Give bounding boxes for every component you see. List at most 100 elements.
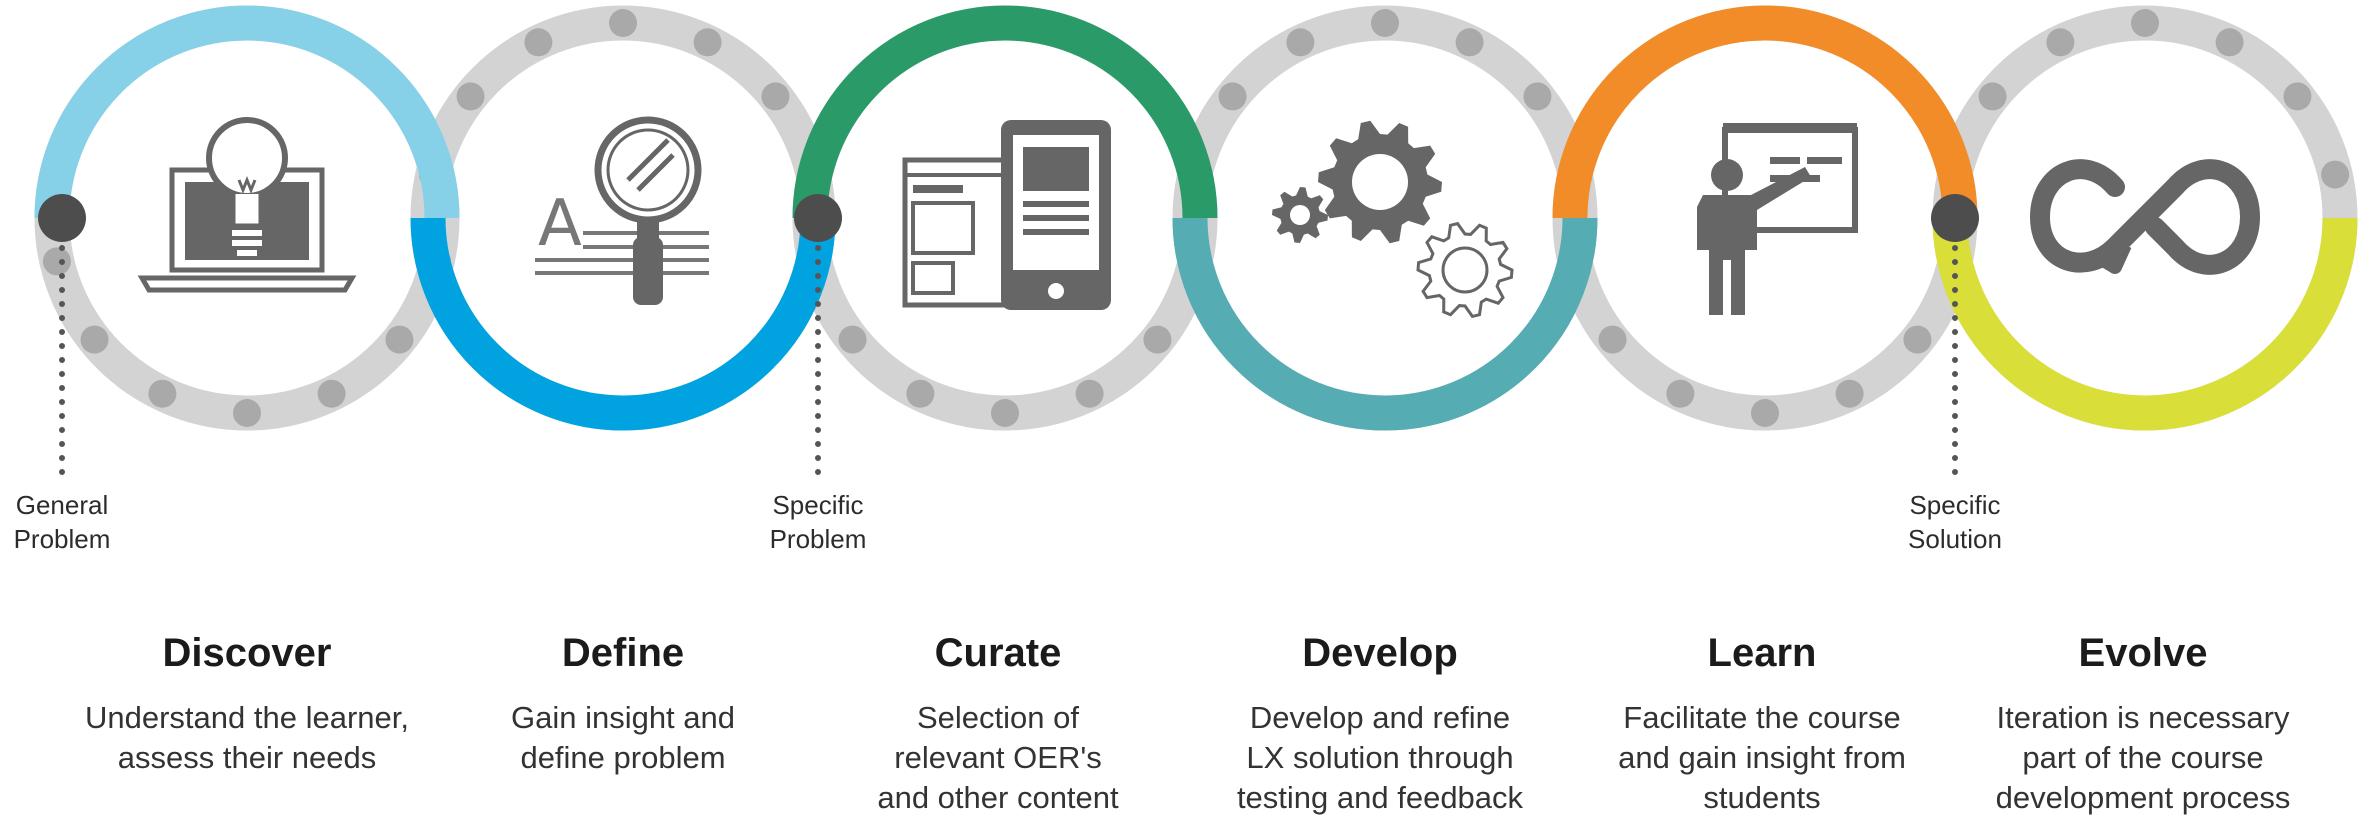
marker-label-specific-problem: Specific Problem xyxy=(718,488,918,556)
stage-description: Develop and refine LX solution through t… xyxy=(1190,698,1570,818)
ring-dot xyxy=(1143,325,1172,354)
stage-desc-line: Selection of xyxy=(917,700,1079,735)
marker-label-line1: Specific xyxy=(772,490,864,520)
presenter-icon xyxy=(1697,123,1858,315)
ring-dot xyxy=(1835,379,1864,408)
ring-center xyxy=(463,58,783,378)
stage-desc-line: part of the course xyxy=(2022,740,2264,775)
ring-dot xyxy=(991,399,1019,427)
ring-dot xyxy=(761,82,790,111)
stage-description: Understand the learner, assess their nee… xyxy=(57,698,437,778)
ring-dot xyxy=(693,28,722,57)
marker-label-line2: Solution xyxy=(1908,524,2002,554)
stage-desc-line: define problem xyxy=(520,740,726,775)
stage-desc-line: students xyxy=(1703,780,1821,815)
ring-dot xyxy=(148,379,177,408)
ring-dot xyxy=(1978,82,2007,111)
ring-dot xyxy=(1286,28,1315,57)
stage-desc-line: Develop and refine xyxy=(1249,700,1511,735)
stage-arc xyxy=(410,217,836,431)
stage-description: Gain insight and define problem xyxy=(433,698,813,778)
stage-description: Facilitate the course and gain insight f… xyxy=(1572,698,1952,818)
infinity-loop-icon xyxy=(2029,159,2261,275)
ring-dot xyxy=(906,379,935,408)
ring-dot xyxy=(233,399,261,427)
ring-dot xyxy=(1455,28,1484,57)
magnifier-text-icon: A xyxy=(535,116,709,305)
ring-dot xyxy=(2131,9,2159,37)
ring-dot xyxy=(1598,325,1627,354)
gear-outline xyxy=(1416,221,1514,319)
gear-hole xyxy=(1352,154,1408,210)
stage-learn: Learn Facilitate the course and gain ins… xyxy=(1572,630,1952,818)
ring-dot xyxy=(609,9,637,37)
ring-dot xyxy=(1903,325,1932,354)
stage-title: Curate xyxy=(934,631,1062,675)
stage-desc-line: Facilitate the course xyxy=(1623,700,1901,735)
gear-hole xyxy=(1290,205,1310,225)
stage-title: Learn xyxy=(1707,631,1817,675)
stage-arc xyxy=(34,5,460,219)
marker-label-line1: General xyxy=(15,490,109,520)
stage-title: Develop xyxy=(1302,631,1458,675)
ring-dot xyxy=(317,379,346,408)
ring-dot xyxy=(1666,379,1695,408)
gear-shape xyxy=(1416,221,1514,319)
stage-arc xyxy=(1172,217,1598,431)
marker-label-specific-solution: Specific Solution xyxy=(1855,488,2055,556)
ring-dot xyxy=(42,247,71,276)
ring-dot xyxy=(1218,82,1247,111)
stage-desc-line: and other content xyxy=(877,780,1119,815)
stage-desc-line: relevant OER's xyxy=(894,740,1102,775)
ring-dot xyxy=(80,325,109,354)
stage-desc-line: testing and feedback xyxy=(1236,780,1524,815)
stage-desc-line: development process xyxy=(1995,780,2291,815)
ring-dot xyxy=(2321,160,2350,189)
marker-label-line2: Problem xyxy=(13,524,111,554)
gear-small xyxy=(1272,187,1328,243)
devices-icon xyxy=(902,120,1111,310)
marker-label-general-problem: General Problem xyxy=(0,488,162,556)
marker-dot xyxy=(38,194,86,242)
stage-description: Iteration is necessary part of the cours… xyxy=(1953,698,2333,818)
ring-dot xyxy=(2215,28,2244,57)
stage-desc-line: Iteration is necessary xyxy=(1996,700,2290,735)
gear-hole xyxy=(1441,246,1489,294)
ring-dot xyxy=(838,325,867,354)
marker-dot xyxy=(1931,194,1979,242)
ring-dot xyxy=(1371,9,1399,37)
stage-arc xyxy=(792,5,1218,219)
stage-curate: Curate Selection of relevant OER's and o… xyxy=(808,630,1188,818)
stage-title: Evolve xyxy=(2078,631,2208,675)
stage-title: Define xyxy=(561,631,685,675)
ring-dot xyxy=(385,325,414,354)
ring-dot xyxy=(2283,82,2312,111)
ring-dot xyxy=(1523,82,1552,111)
stage-arc xyxy=(1552,5,1978,219)
ring-dot xyxy=(456,82,485,111)
stage-arc xyxy=(1932,217,2358,431)
stage-icons: A xyxy=(137,116,2261,319)
stage-discover: Discover Understand the learner, assess … xyxy=(57,630,437,778)
ring-dot xyxy=(1751,399,1779,427)
stage-evolve: Evolve Iteration is necessary part of th… xyxy=(1953,630,2333,818)
gears-icon xyxy=(1272,120,1514,319)
stage-title: Discover xyxy=(162,631,332,675)
stage-desc-line: Gain insight and xyxy=(510,700,736,735)
stage-desc-line: assess their needs xyxy=(117,740,377,775)
milestone-markers xyxy=(38,194,1979,481)
stage-desc-line: LX solution through xyxy=(1246,740,1514,775)
marker-label-line1: Specific xyxy=(1909,490,2001,520)
stage-description: Selection of relevant OER's and other co… xyxy=(808,698,1188,818)
gear-large xyxy=(1318,120,1442,244)
stage-desc-line: Understand the learner, xyxy=(85,700,409,735)
ring-dot xyxy=(1075,379,1104,408)
stage-desc-line: and gain insight from xyxy=(1618,740,1906,775)
laptop-lightbulb-icon xyxy=(137,117,357,293)
ring-dot xyxy=(2046,28,2075,57)
ring-center xyxy=(1605,58,1925,378)
ring-chain xyxy=(34,5,2358,431)
svg-text:A: A xyxy=(538,187,582,261)
ring-dot xyxy=(524,28,553,57)
